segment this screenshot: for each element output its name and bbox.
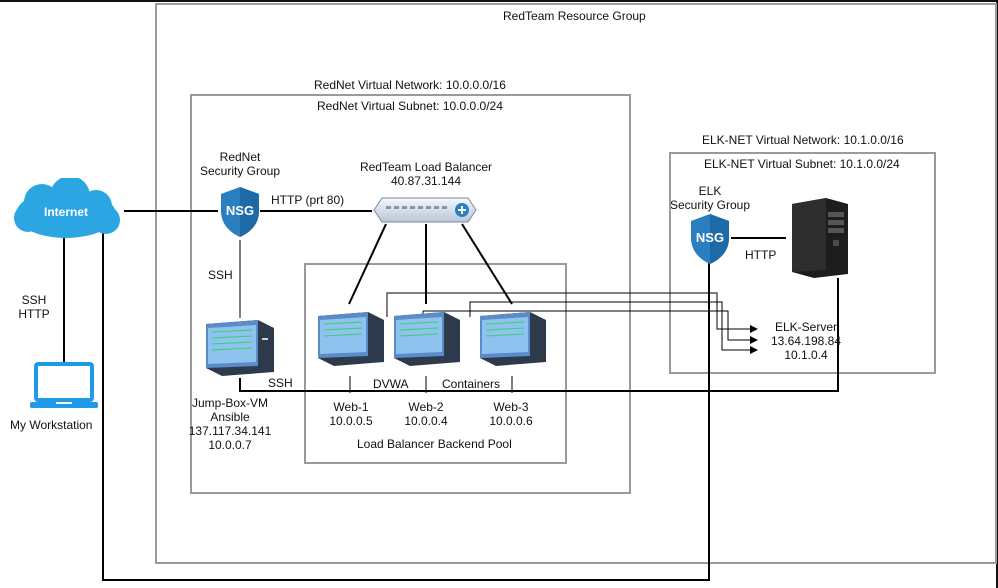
jumpbox-elk-link — [239, 278, 839, 392]
web1-label: Web-1 10.0.0.5 — [329, 400, 373, 428]
ssh-nsg-jumpbox-label: SSH — [208, 268, 233, 282]
elk-nsg-badge: NSG — [695, 230, 725, 245]
rednet-subnet-box — [190, 94, 631, 494]
elk-server-tower-icon — [788, 196, 852, 278]
elk-http-label: HTTP — [745, 248, 777, 262]
frame-right-edge — [996, 0, 998, 588]
elk-subnet-box — [669, 152, 936, 374]
elk-arrowheads — [750, 325, 758, 354]
rednet-nsg-shield-icon: NSG — [218, 185, 262, 239]
backend-pool-box — [304, 263, 567, 464]
internet-cloud-icon: Internet — [8, 176, 124, 244]
rednet-nsg-title: RedNet Security Group — [199, 150, 281, 178]
dvwa-label: DVWA — [373, 377, 409, 391]
web3-label: Web-3 10.0.0.6 — [489, 400, 533, 428]
laptop-icon — [30, 362, 98, 410]
web2-server-icon — [390, 310, 462, 368]
containers-label: Containers — [442, 377, 501, 391]
rednet-subnet-label: RedNet Virtual Subnet: 10.0.0.0/24 — [317, 99, 503, 113]
lb-title: RedTeam Load Balancer 40.87.31.144 — [359, 160, 493, 188]
elk-server-label: ELK-Server 13.64.198.84 10.1.0.4 — [770, 320, 842, 362]
web1-server-icon — [314, 310, 386, 368]
web3-server-icon — [476, 310, 548, 368]
elk-nsg-title: ELK Security Group — [669, 184, 751, 212]
jumpbox-server-icon — [200, 318, 278, 378]
rednet-nsg-badge: NSG — [225, 203, 255, 218]
resource-group-label: RedTeam Resource Group — [503, 9, 646, 23]
resource-group-box — [155, 3, 997, 564]
elk-subnet-label: ELK-NET Virtual Subnet: 10.1.0.0/24 — [704, 157, 900, 171]
internet-elk-link — [102, 211, 710, 581]
ssh-http-label: SSH HTTP — [18, 293, 50, 321]
backend-pool-label: Load Balancer Backend Pool — [357, 437, 512, 451]
frame-top-edge — [0, 0, 998, 2]
rednet-vnet-label: RedNet Virtual Network: 10.0.0.0/16 — [314, 78, 506, 92]
lb-web3-link — [461, 223, 513, 305]
web3-elk-link — [469, 301, 750, 351]
http-prt80-label: HTTP (prt 80) — [271, 193, 345, 207]
load-balancer-icon — [372, 196, 478, 224]
ssh-jumpbox-label: SSH — [268, 376, 293, 390]
elk-vnet-label: ELK-NET Virtual Network: 10.1.0.0/16 — [702, 133, 904, 147]
workstation-label: My Workstation — [10, 418, 93, 432]
internet-label: Internet — [43, 205, 88, 219]
lb-web1-link — [348, 223, 387, 305]
web2-elk-link — [423, 310, 750, 341]
elk-nsg-shield-icon: NSG — [688, 212, 732, 266]
jumpbox-label: Jump-Box-VM Ansible 137.117.34.141 10.0.… — [188, 396, 272, 452]
web2-label: Web-2 10.0.0.4 — [404, 400, 448, 428]
